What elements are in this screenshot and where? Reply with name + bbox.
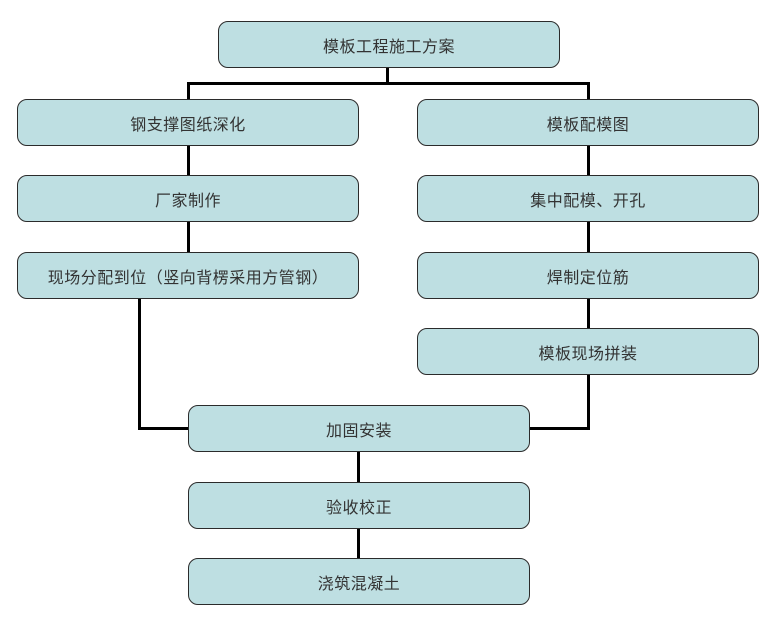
flow-node-label: 钢支撑图纸深化	[130, 114, 246, 134]
flow-node-label: 浇筑混凝土	[317, 573, 401, 593]
flow-node-label: 现场分配到位（竖向背楞采用方管钢）	[47, 267, 329, 287]
connector-r3-r4	[587, 299, 590, 328]
flow-node-formwork-layout-drawing: 模板配模图	[417, 99, 759, 146]
flow-node-steel-support-drawing: 钢支撑图纸深化	[17, 99, 359, 146]
flow-node-weld-positioning-bars: 焊制定位筋	[417, 252, 759, 299]
flow-node-site-distribution: 现场分配到位（竖向背楞采用方管钢）	[17, 252, 359, 299]
flow-node-label: 厂家制作	[154, 190, 221, 210]
connector-r4-down	[587, 375, 590, 430]
flow-node-pour-concrete: 浇筑混凝土	[188, 558, 530, 605]
flow-node-centralized-matching-drilling: 集中配模、开孔	[417, 175, 759, 222]
connector-l3-m1-horizontal	[138, 427, 188, 430]
connector-r2-r3	[587, 222, 590, 252]
flow-node-label: 验收校正	[325, 497, 392, 517]
flow-node-onsite-assembly: 模板现场拼装	[417, 328, 759, 375]
connector-branch-horizontal	[187, 82, 590, 85]
connector-l3-down	[138, 299, 141, 430]
connector-l1-l2	[187, 146, 190, 175]
connector-m2-m3	[357, 529, 360, 558]
flow-node-label: 加固安装	[325, 420, 392, 440]
flow-node-label: 模板现场拼装	[538, 343, 638, 363]
flow-node-label: 模板配模图	[546, 114, 630, 134]
connector-right-branch-drop	[587, 82, 590, 99]
connector-r4-m1-horizontal	[530, 427, 590, 430]
flow-node-label: 焊制定位筋	[546, 267, 630, 287]
flow-node-acceptance-correction: 验收校正	[188, 482, 530, 529]
flow-node-reinforce-install: 加固安装	[188, 405, 530, 452]
connector-root-stem	[386, 68, 389, 85]
connector-r1-r2	[587, 146, 590, 175]
connector-m1-m2	[357, 452, 360, 482]
connector-left-branch-drop	[187, 82, 190, 99]
flow-node-label: 集中配模、开孔	[530, 190, 646, 210]
flow-node-factory-fabrication: 厂家制作	[17, 175, 359, 222]
connector-l2-l3	[187, 222, 190, 252]
flow-node-construction-plan: 模板工程施工方案	[218, 21, 560, 68]
flow-node-label: 模板工程施工方案	[322, 36, 455, 56]
